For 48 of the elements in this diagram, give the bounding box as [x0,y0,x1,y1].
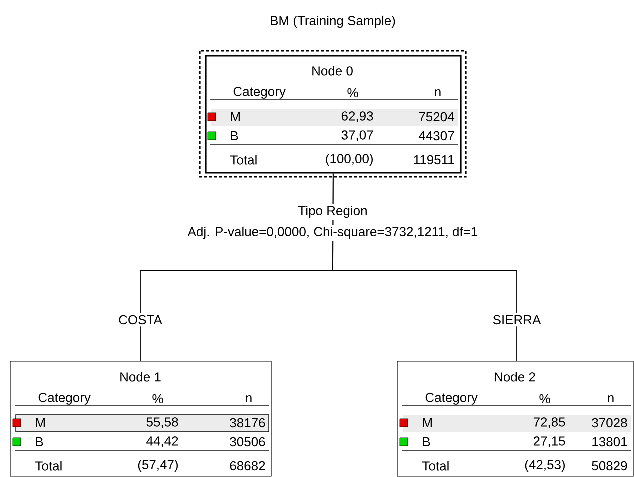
split-label: Tipo Region [296,204,370,220]
percent-cell: 44,42 [146,436,178,448]
node-box [199,50,467,178]
node-box [397,361,634,477]
cell-label: M [36,418,45,428]
title: BM (Training Sample) [271,16,396,28]
node-title: Node 2 [495,372,536,382]
node-title: Node 1 [120,372,161,382]
count-cell: 30506 [230,437,266,447]
count-cell: 38176 [230,418,266,428]
cell-label: B [231,132,238,140]
cell-label: B [423,438,430,446]
percent-cell: (100,00) [326,154,373,166]
split-label: Adj. P-value=0,0000, Chi-square=3732,1211, df=1 [186,224,480,242]
cell-label: Total [230,155,257,165]
percent-cell: (57,47) [138,460,178,472]
branch-label: COSTA [119,315,162,325]
tree-branch [332,173,518,362]
percent-cell: 37,07 [342,130,374,142]
count-cell: n [246,396,252,402]
percent-cell: 62,93 [342,112,374,122]
node-title: Node 0 [312,66,353,76]
count-cell: n [608,396,614,402]
percent-cell: 72,85 [534,418,566,428]
cell-label: Category [38,393,91,405]
percent-cell: 27,15 [534,436,566,448]
cell-label: Total [422,461,449,471]
count-cell: 119511 [414,155,454,165]
cell-label: M [231,112,240,122]
cell-label: Total [36,461,62,471]
percent-cell: (42,53) [525,460,565,472]
percent-cell: 55,58 [146,418,178,428]
cell-label: Category [426,393,478,405]
percent-cell: % [348,88,358,98]
cell-label: B [36,438,44,446]
node-box [10,361,272,477]
count-cell: 37028 [592,418,628,428]
count-cell: n [435,90,441,96]
count-cell: 75204 [419,112,454,122]
cell-label: M [423,418,432,428]
count-cell: 50829 [592,461,628,471]
branch-label: SIERRA [493,315,542,325]
percent-cell: % [540,394,550,404]
cell-label: Category [234,87,286,99]
count-cell: 68682 [230,461,266,471]
count-cell: 44307 [418,131,454,141]
percent-cell: % [152,394,164,404]
count-cell: 13801 [592,437,628,447]
